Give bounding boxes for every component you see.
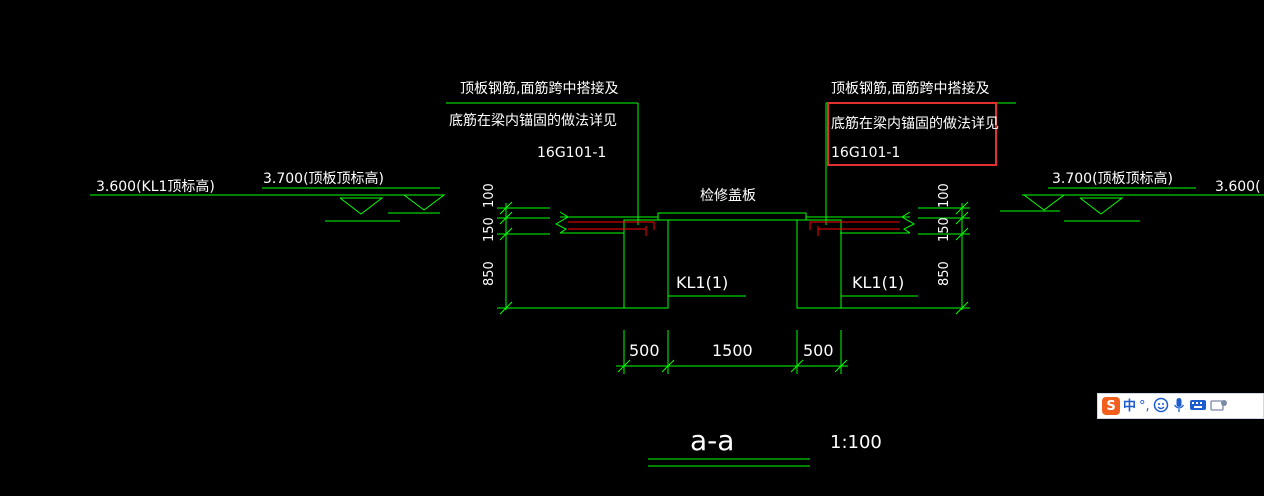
dim-right-850: 850 [937, 261, 952, 286]
section-title: a-a [690, 424, 734, 457]
dim-1500: 1500 [712, 341, 753, 360]
note-right-line3: 16G101-1 [831, 145, 900, 161]
dim-left-100: 100 [482, 183, 497, 208]
elevation-right-slab: 3.700(顶板顶标高) [1052, 170, 1173, 187]
note-left-line1: 顶板钢筋,面筋跨中搭接及 [460, 80, 618, 97]
punctuation-toggle[interactable]: °, [1139, 398, 1150, 414]
ime-toolbar[interactable]: S 中 °, [1097, 393, 1264, 419]
dim-500-right: 500 [803, 341, 834, 360]
note-left-line2: 底筋在梁内锚固的做法详见 [449, 112, 617, 129]
beam-label-right: KL1(1) [852, 273, 904, 292]
skin-icon[interactable] [1210, 398, 1228, 415]
note-right-line2: 底筋在梁内锚固的做法详见 [831, 115, 999, 132]
dim-right-150: 150 [937, 217, 952, 242]
cover-plate-label: 检修盖板 [700, 188, 756, 204]
keyboard-icon[interactable] [1189, 398, 1207, 415]
beam-label-left: KL1(1) [676, 273, 728, 292]
highlight-box [827, 102, 997, 166]
dim-500-left: 500 [629, 341, 660, 360]
emoji-icon[interactable] [1153, 397, 1169, 416]
elevation-left-kl: 3.600(KL1顶标高) [96, 178, 215, 195]
note-right-line1: 顶板钢筋,面筋跨中搭接及 [831, 80, 989, 97]
scale-label: 1:100 [830, 432, 882, 453]
dim-left-850: 850 [482, 261, 497, 286]
elevation-left-slab: 3.700(顶板顶标高) [263, 170, 384, 187]
elevation-right-kl: 3.600( [1215, 179, 1261, 195]
dim-left-150: 150 [482, 217, 497, 242]
note-left-line3: 16G101-1 [537, 145, 606, 161]
input-mode-toggle[interactable]: 中 [1123, 398, 1137, 414]
sogou-logo-icon[interactable]: S [1102, 397, 1120, 415]
microphone-icon[interactable] [1172, 397, 1186, 416]
dim-right-100: 100 [937, 183, 952, 208]
